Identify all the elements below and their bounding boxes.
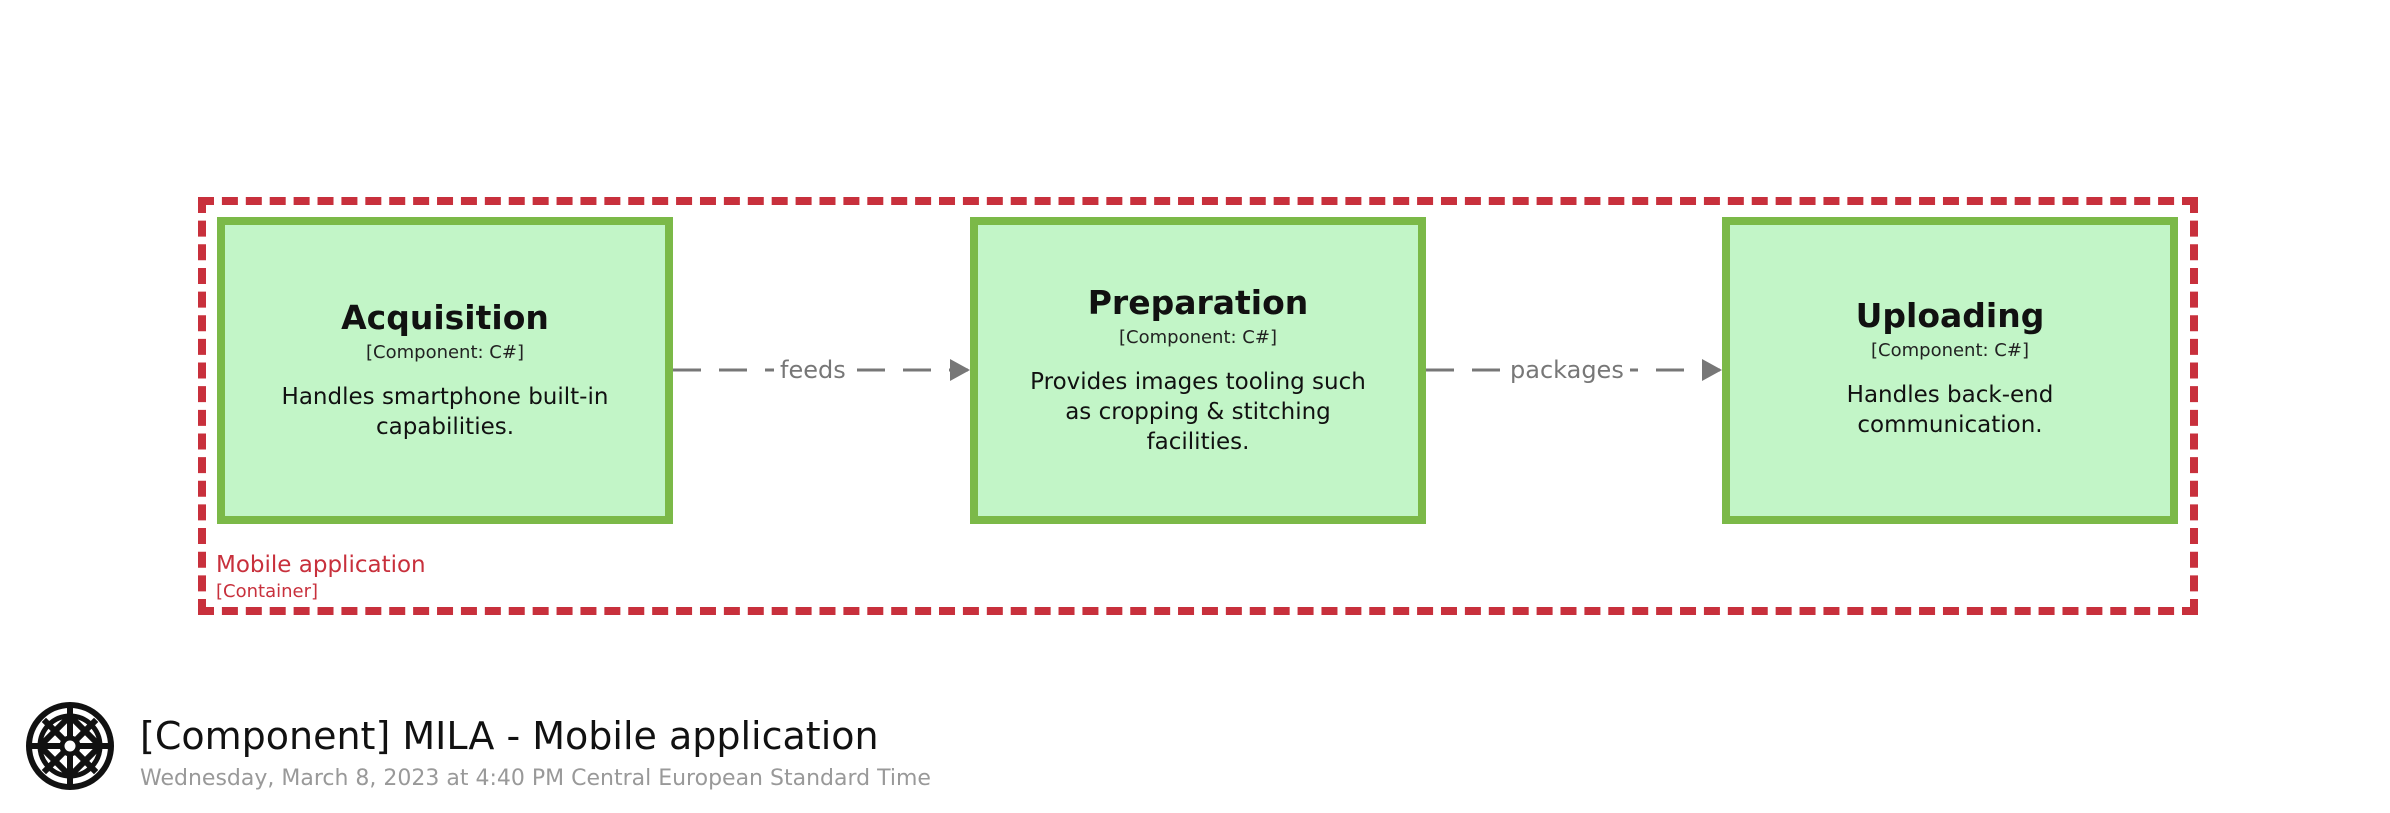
component-preparation[interactable]: Preparation [Component: C#] Provides ima… [970, 217, 1426, 524]
component-technology: [Component: C#] [1871, 339, 2029, 361]
container-name: Mobile application [216, 552, 426, 578]
component-title: Preparation [1087, 283, 1309, 323]
component-description: Handles back-end communication. [1846, 381, 2054, 438]
container-boundary [198, 197, 2198, 615]
component-title: Uploading [1855, 296, 2045, 336]
component-description: Handles smartphone built-in capabilities… [281, 383, 609, 440]
edge-packages-arrow [1702, 359, 1722, 381]
component-title: Acquisition [341, 298, 549, 338]
component-technology: [Component: C#] [366, 341, 524, 363]
component-acquisition[interactable]: Acquisition [Component: C#] Handles smar… [217, 217, 673, 524]
diagram-title: [Component] MILA - Mobile application [140, 714, 879, 758]
container-type: [Container] [216, 581, 319, 602]
edge-feeds-arrow [950, 359, 970, 381]
diagram-date: Wednesday, March 8, 2023 at 4:40 PM Cent… [140, 766, 931, 791]
component-uploading[interactable]: Uploading [Component: C#] Handles back-e… [1722, 217, 2178, 524]
component-technology: [Component: C#] [1119, 326, 1277, 348]
celtic-knot-icon [26, 702, 114, 790]
edge-label-packages: packages [1504, 356, 1630, 384]
edge-label-feeds: feeds [774, 356, 852, 384]
component-description: Provides images tooling such as cropping… [1030, 368, 1366, 455]
